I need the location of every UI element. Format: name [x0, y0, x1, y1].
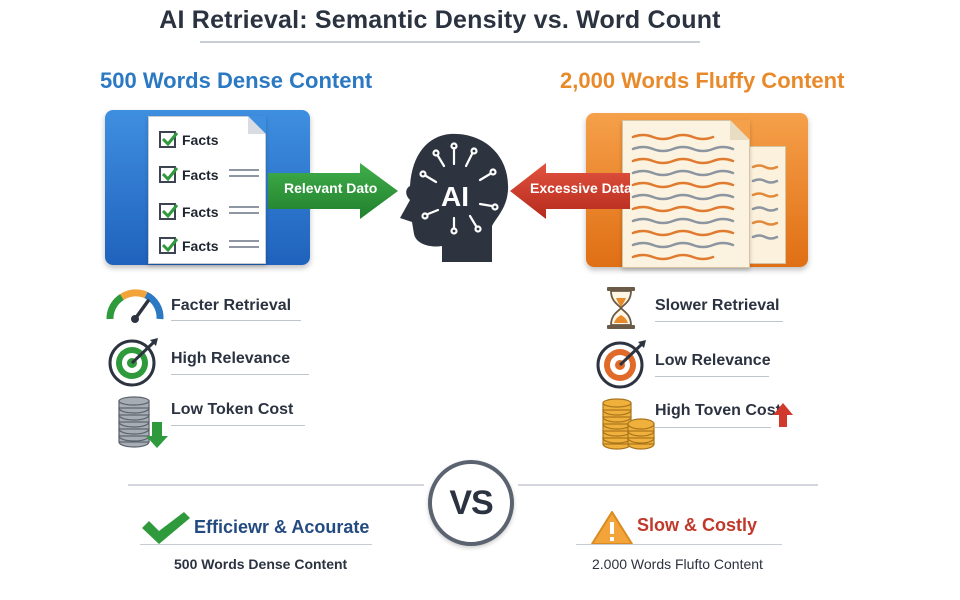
left-caption: 500 Words Dense Content: [174, 556, 348, 572]
text-lines: [229, 206, 259, 218]
coin-stack-down-icon: [118, 396, 168, 448]
vs-divider-left: [128, 484, 424, 486]
dense-document: Facts Facts Facts Facts: [148, 116, 266, 264]
metric-divider: [655, 376, 769, 377]
scribble-lines: [751, 164, 779, 240]
verdict-divider: [140, 544, 372, 545]
left-metric-relevance: High Relevance: [171, 350, 290, 368]
checkbox-checked-icon: [159, 131, 179, 148]
warning-icon: [591, 511, 633, 545]
fact-label: Facts: [182, 131, 219, 148]
title-divider: [200, 41, 700, 43]
metric-label: Low Token Cost: [171, 401, 294, 418]
excessive-data-arrow: [510, 163, 630, 219]
metric-label: High Toven Cost: [655, 402, 781, 419]
page-title: AI Retrieval: Semantic Density vs. Word …: [159, 6, 721, 34]
page-fold: [248, 116, 266, 134]
metric-divider: [171, 374, 309, 375]
hourglass-icon: [607, 287, 635, 329]
fact-item: Facts: [159, 203, 219, 220]
checkmark-icon: [142, 512, 190, 544]
fact-label: Facts: [182, 237, 219, 254]
vs-label: VS: [449, 483, 493, 522]
target-icon: [108, 338, 158, 387]
checkbox-checked-icon: [159, 237, 179, 254]
fact-label: Facts: [182, 203, 219, 220]
metric-divider: [655, 321, 783, 322]
relevant-data-arrow: [268, 163, 398, 219]
left-metric-cost: Low Token Cost: [171, 401, 293, 419]
relevant-data-label: Relevant Dato: [284, 180, 378, 196]
verdict-divider: [576, 544, 782, 545]
metric-divider: [171, 425, 305, 426]
fact-label: Facts: [182, 166, 219, 183]
metric-divider: [655, 427, 771, 428]
checkbox-checked-icon: [159, 203, 179, 220]
fact-item: Facts: [159, 237, 219, 254]
right-metric-relevance: Low Relevance: [655, 352, 771, 370]
fact-item: Facts: [159, 131, 219, 148]
left-verdict: Efficiewr & Acourate: [194, 517, 370, 537]
fluffy-document: [622, 120, 750, 268]
target-icon: [596, 340, 646, 389]
scribble-lines: [631, 133, 735, 261]
coin-stack-up-icon: [602, 398, 655, 450]
text-lines: [229, 240, 259, 252]
page-fold: [730, 120, 750, 140]
left-metric-speed: Facter Retrieval: [171, 297, 291, 315]
metric-label: High Relevance: [171, 350, 291, 367]
vs-divider-right: [518, 484, 818, 486]
right-metric-speed: Slower Retrieval: [655, 297, 780, 315]
speedometer-icon: [106, 289, 164, 323]
fact-item: Facts: [159, 166, 219, 183]
right-metric-cost: High Toven Cost: [655, 402, 781, 420]
text-lines: [229, 169, 259, 181]
metric-label: Facter Retrieval: [171, 297, 292, 314]
metric-label: Slower Retrieval: [655, 297, 780, 314]
excessive-data-label: Excessive Data: [530, 180, 632, 196]
right-caption: 2.000 Words Flufto Content: [592, 556, 763, 572]
ai-label: AI: [441, 181, 469, 212]
arrow-up-icon: [773, 403, 793, 427]
right-verdict: Slow & Costly: [637, 515, 758, 535]
right-heading: 2,000 Words Fluffy Content: [560, 68, 845, 93]
checkbox-checked-icon: [159, 166, 179, 183]
metric-label: Low Relevance: [655, 352, 771, 369]
metric-divider: [171, 320, 301, 321]
vs-badge: VS: [428, 460, 514, 546]
left-heading: 500 Words Dense Content: [100, 68, 373, 93]
ai-head-icon: AI: [400, 133, 509, 262]
